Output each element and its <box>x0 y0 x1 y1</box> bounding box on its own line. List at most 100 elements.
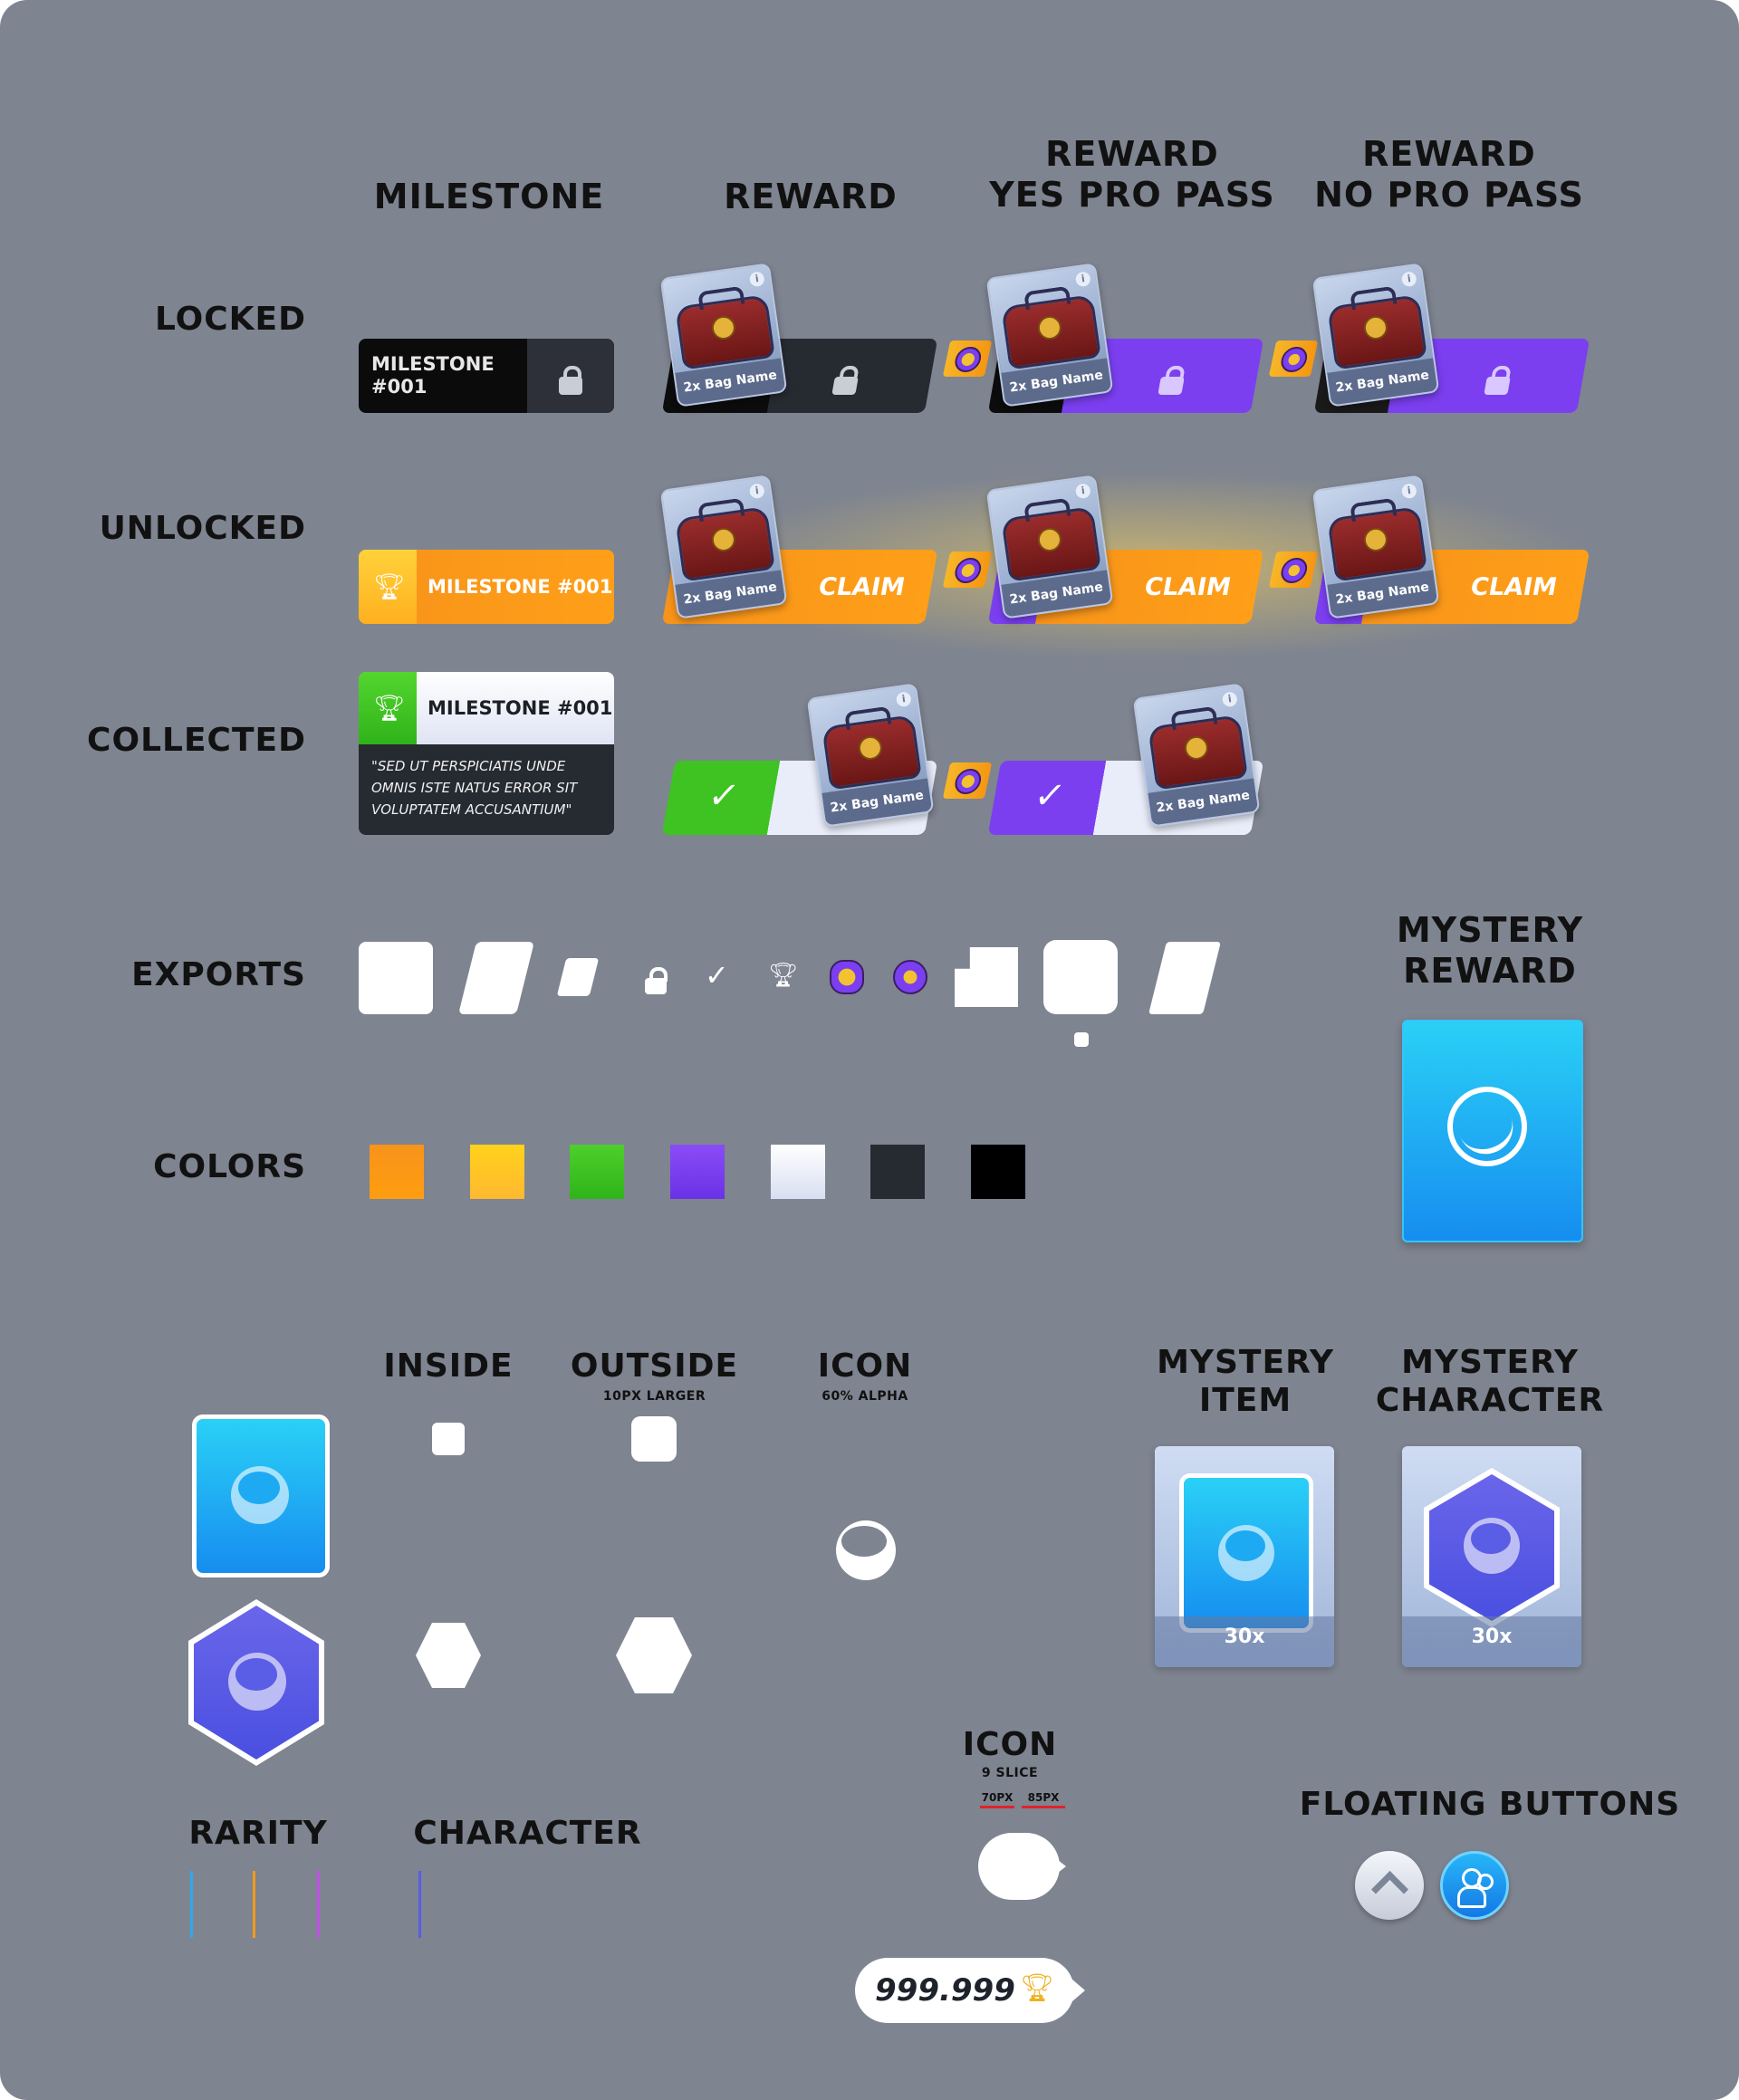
mystery-reward-card[interactable] <box>1402 1020 1583 1242</box>
outside-hex-shape <box>616 1617 692 1693</box>
mystery-swirl-hole <box>238 1472 280 1504</box>
claim-label: CLAIM <box>1142 573 1234 601</box>
header-icon-9slice: ICON <box>962 1726 1058 1763</box>
reward-card[interactable]: i 2x Bag Name <box>659 263 788 408</box>
reward-card[interactable]: i 2x Bag Name <box>1132 683 1261 828</box>
info-icon[interactable]: i <box>1400 271 1417 288</box>
lock-icon <box>831 377 859 395</box>
info-icon[interactable]: i <box>748 483 765 500</box>
reward-card[interactable]: i 2x Bag Name <box>1311 475 1440 619</box>
pro-coin-icon <box>952 347 984 372</box>
pro-connector <box>942 762 993 799</box>
outside-card-shape <box>631 1416 677 1462</box>
mystery-item-tile[interactable]: 30x <box>1155 1446 1334 1667</box>
export-rounded-square <box>1043 940 1118 1014</box>
export-dot <box>1074 1032 1089 1047</box>
mystery-item-card <box>1179 1473 1313 1633</box>
info-icon[interactable]: i <box>748 271 765 288</box>
milestone-unlocked[interactable]: 🏆︎ MILESTONE #001 <box>359 550 614 624</box>
row-label-collected: COLLECTED <box>87 722 306 759</box>
header-mystery-reward: MYSTERY REWARD <box>1396 910 1584 991</box>
bag-icon <box>1148 714 1248 791</box>
inside-hex-shape <box>416 1623 481 1688</box>
header-inside: INSIDE <box>383 1347 514 1385</box>
reward-card[interactable]: i 2x Bag Name <box>806 683 935 828</box>
scroll-up-button[interactable] <box>1355 1851 1424 1920</box>
color-swatch-dark <box>870 1145 925 1199</box>
row-label-exports: EXPORTS <box>131 956 306 993</box>
milestone-locked-label: MILESTONE #001 <box>371 353 495 398</box>
lock-connector <box>1268 340 1319 377</box>
mystery-character-hex <box>1424 1468 1560 1627</box>
reward-card[interactable]: i 2x Bag Name <box>985 263 1114 408</box>
mystery-character-tile[interactable]: 30x <box>1402 1446 1581 1667</box>
mystery-swirl-icon <box>228 1653 286 1711</box>
info-icon[interactable]: i <box>895 691 912 708</box>
lock-icon <box>559 366 582 395</box>
checkmark-icon: ✓ <box>705 775 743 817</box>
trophy-icon: 🏆︎ <box>1020 1972 1055 2004</box>
info-icon[interactable]: i <box>1400 483 1417 500</box>
export-small-parallelogram <box>556 958 600 996</box>
checkmark-icon: ✓ <box>705 958 729 992</box>
reward-card[interactable]: i 2x Bag Name <box>1311 263 1440 408</box>
pro-coin-icon <box>830 960 864 994</box>
mystery-swirl-hole <box>841 1526 887 1557</box>
lock-icon <box>1158 377 1185 395</box>
info-icon[interactable]: i <box>1221 691 1238 708</box>
mystery-character-hex-large <box>188 1599 324 1766</box>
mystery-swirl-hole <box>1471 1523 1511 1554</box>
header-mystery-character: MYSTERY CHARACTER <box>1375 1344 1605 1420</box>
mystery-swirl-inner <box>1454 1100 1521 1162</box>
color-swatch-orange <box>370 1145 424 1199</box>
header-reward-yes-pro: REWARD YES PRO PASS <box>989 134 1275 215</box>
friends-button[interactable] <box>1440 1851 1509 1920</box>
milestone-collected[interactable]: 🏆︎ MILESTONE #001 "SED UT PERSPICIATIS U… <box>359 672 614 835</box>
trophy-icon: 🏆︎ <box>768 962 799 989</box>
mystery-swirl-icon <box>1447 1087 1527 1166</box>
rarity-line-orange <box>253 1871 255 1938</box>
lock-coin-icon <box>1278 558 1310 583</box>
pro-connector <box>942 340 993 377</box>
slice-left-label: 70PX <box>980 1791 1014 1808</box>
pro-coin-icon <box>952 769 984 794</box>
bag-icon <box>1001 293 1101 370</box>
trophy-icon: 🏆︎ <box>373 571 406 601</box>
friends-icon-second <box>1477 1874 1494 1890</box>
rarity-line-purple <box>317 1871 320 1938</box>
color-swatch-black <box>971 1145 1025 1199</box>
header-mystery-item: MYSTERY ITEM <box>1157 1344 1334 1420</box>
mystery-item-card-large <box>192 1414 330 1577</box>
claim-label: CLAIM <box>1468 573 1560 601</box>
claim-label: CLAIM <box>816 573 908 601</box>
export-corner-tab <box>955 947 1018 1007</box>
bag-icon <box>1327 293 1427 370</box>
mystery-swirl-icon <box>231 1466 289 1524</box>
chevron-up-icon <box>1370 1870 1409 1909</box>
header-icon-9slice-sub: 9 SLICE <box>981 1766 1039 1780</box>
mystery-item-count: 30x <box>1224 1625 1265 1648</box>
header-outside-sub: 10PX LARGER <box>602 1389 706 1404</box>
milestone-locked[interactable]: MILESTONE #001 <box>359 339 614 413</box>
milestone-collected-label: MILESTONE #001 <box>428 697 613 719</box>
header-rarity: RARITY <box>188 1815 328 1852</box>
reward-card[interactable]: i 2x Bag Name <box>985 475 1114 619</box>
bag-icon <box>1327 505 1427 582</box>
slice-right-label: 85PX <box>1022 1791 1065 1808</box>
header-character: CHARACTER <box>413 1815 642 1852</box>
score-value: 999.999 <box>875 1972 1015 2009</box>
export-parallelogram-2 <box>1148 942 1221 1014</box>
header-icon-sub: 60% ALPHA <box>821 1389 908 1404</box>
mystery-character-count-bar: 30x <box>1402 1616 1581 1667</box>
info-icon[interactable]: i <box>1074 271 1091 288</box>
color-swatch-green <box>570 1145 624 1199</box>
info-icon[interactable]: i <box>1074 483 1091 500</box>
checkmark-icon: ✓ <box>1031 775 1069 817</box>
character-line-indigo <box>418 1871 421 1938</box>
header-milestone: MILESTONE <box>373 177 605 216</box>
trophy-icon: 🏆︎ <box>373 693 406 723</box>
reward-card[interactable]: i 2x Bag Name <box>659 475 788 619</box>
pro-coin-icon <box>952 558 984 583</box>
